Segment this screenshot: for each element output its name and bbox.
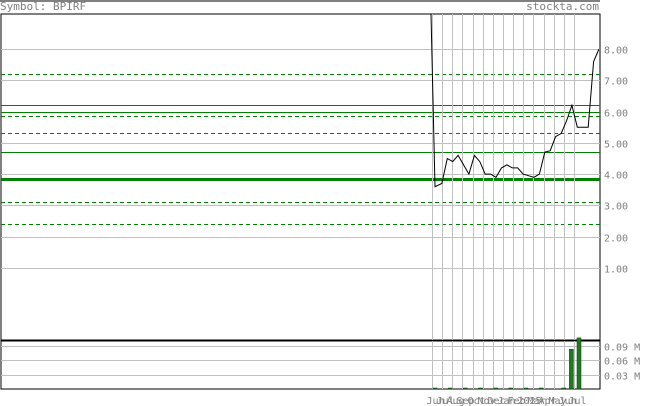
x-tick-label: Jul xyxy=(437,396,455,406)
volume-bar xyxy=(432,387,438,390)
x-tick-label: Nov xyxy=(478,396,496,406)
volume-bar xyxy=(538,387,544,390)
volume-bar xyxy=(478,387,483,390)
x-tick-label: May xyxy=(549,396,567,406)
price-tick-label: 6.00 xyxy=(604,109,628,120)
x-tick-label: Jul xyxy=(569,396,587,406)
volume-bar xyxy=(576,337,582,390)
x-tick-label: Jun xyxy=(427,396,445,406)
price-series xyxy=(430,13,600,188)
volume-bar xyxy=(569,349,574,390)
volume-bar xyxy=(523,387,529,390)
x-tick-label: Apr xyxy=(539,396,557,406)
volume-bar xyxy=(493,387,498,390)
symbol-label: Symbol: BPIRF xyxy=(0,0,87,13)
x-tick-label: Aug xyxy=(447,396,465,406)
x-tick-label: Jan xyxy=(498,396,516,406)
price-tick-label: 3.00 xyxy=(604,202,628,213)
x-grid xyxy=(432,14,575,389)
volume-y-ticks: 0.09 M 0.06 M 0.03 M xyxy=(604,343,640,383)
x-tick-label: Oct xyxy=(468,396,486,406)
volume-tick-label: 0.03 M xyxy=(604,372,640,383)
x-tick-label: Mar xyxy=(528,396,546,406)
volume-bar xyxy=(508,387,514,390)
volume-bar xyxy=(561,387,567,390)
support-resistance-lines xyxy=(1,74,600,225)
site-name: stockta.com xyxy=(526,0,599,13)
price-tick-label: 5.00 xyxy=(604,140,628,151)
price-tick-label: 2.00 xyxy=(604,234,628,245)
x-tick-label: Sep xyxy=(457,396,475,406)
x-tick-label: Dec xyxy=(488,396,506,406)
price-grid xyxy=(1,49,600,269)
volume-grid xyxy=(1,346,600,376)
volume-bars xyxy=(432,337,582,390)
x-tick-label: Feb xyxy=(508,396,526,406)
price-tick-label: 8.00 xyxy=(604,46,628,57)
price-tick-label: 1.00 xyxy=(604,265,628,276)
volume-tick-label: 0.09 M xyxy=(604,343,640,354)
x-axis-ticks: JunJulAugSepOctNovDecJanFeb2025MarAprMay… xyxy=(427,396,587,406)
volume-tick-label: 0.06 M xyxy=(604,357,640,368)
x-tick-label: 2025 xyxy=(518,396,542,406)
volume-bar xyxy=(463,387,468,390)
price-y-ticks: 8.00 7.00 6.00 5.00 4.00 3.00 2.00 1.00 xyxy=(604,46,628,276)
x-tick-label: Jun xyxy=(559,396,577,406)
price-panel-frame xyxy=(0,13,601,341)
volume-bar xyxy=(447,387,453,390)
price-line xyxy=(430,13,600,188)
price-tick-label: 7.00 xyxy=(604,77,628,88)
price-tick-label: 4.00 xyxy=(604,171,628,182)
volume-panel-frame xyxy=(0,340,601,390)
